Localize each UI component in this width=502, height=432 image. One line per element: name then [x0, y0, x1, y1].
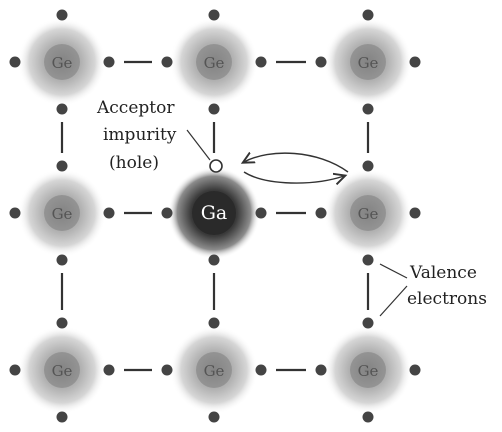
electron-dot: [208, 9, 220, 21]
ge-atom-label: Ge: [358, 54, 379, 72]
ga-atom-core: [192, 191, 236, 235]
acceptor-label-line-2: impurity: [103, 125, 177, 145]
valence-label-line-1: Valence: [409, 263, 477, 283]
electron-dot: [255, 207, 267, 219]
ge-atom-core: [44, 195, 80, 231]
electron-dot: [315, 207, 327, 219]
electron-dot: [161, 207, 173, 219]
valence-pointer-upper: [379, 263, 408, 279]
electron-dot: [255, 364, 267, 376]
electron-dot: [315, 56, 327, 68]
electron-dot: [9, 364, 21, 376]
electron-dot: [362, 317, 374, 329]
electron-dot: [56, 411, 68, 423]
electron-dot: [362, 160, 374, 172]
ge-atom-label: Ge: [358, 362, 379, 380]
electron-dot: [103, 56, 115, 68]
ge-atom-label: Ge: [52, 362, 73, 380]
electron-dot: [56, 160, 68, 172]
ge-atom-label: Ge: [204, 362, 225, 380]
electron-dot: [208, 411, 220, 423]
electron-dot: [409, 364, 421, 376]
hole-marker: [209, 159, 223, 173]
acceptor-label-line-1: Acceptor: [96, 98, 175, 118]
acceptor-label-line-3: (hole): [109, 153, 159, 173]
ge-atom-label: Ge: [358, 205, 379, 223]
electron-dot: [409, 56, 421, 68]
electron-dot: [208, 317, 220, 329]
ge-atom-core: [196, 44, 232, 80]
electron-dot: [56, 9, 68, 21]
ge-atom-core: [44, 352, 80, 388]
electron-dot: [255, 56, 267, 68]
electron-dot: [362, 9, 374, 21]
electron-dot: [409, 207, 421, 219]
ga-atom-label: Ga: [201, 202, 228, 224]
electron-dot: [9, 207, 21, 219]
ge-atom-core: [44, 44, 80, 80]
electron-dot: [161, 364, 173, 376]
ge-atom-core: [350, 44, 386, 80]
ge-atom-label: Ge: [204, 54, 225, 72]
ge-atom-core: [196, 352, 232, 388]
electron-dot: [103, 207, 115, 219]
electron-dots: [9, 9, 421, 423]
electron-dot: [56, 103, 68, 115]
electron-dot: [362, 411, 374, 423]
ge-atom-label: Ge: [52, 205, 73, 223]
electron-dot: [208, 254, 220, 266]
electron-dot: [56, 317, 68, 329]
ge-atom-label: Ge: [52, 54, 73, 72]
bond-lines: [60, 60, 370, 372]
electron-dot: [56, 254, 68, 266]
ge-atom-core: [350, 195, 386, 231]
electron-dot: [103, 364, 115, 376]
ge-atom-core: [350, 352, 386, 388]
valence-label-line-2: electrons: [407, 289, 487, 309]
valence-pointer-lower: [379, 285, 408, 317]
electron-dot: [362, 103, 374, 115]
electron-dot: [161, 56, 173, 68]
electron-dot: [362, 254, 374, 266]
electron-dot: [315, 364, 327, 376]
hole-exchange-arrow-upper: [244, 153, 349, 173]
hole-exchange-arrow-lower: [243, 171, 344, 183]
acceptor-pointer: [186, 129, 211, 161]
electron-dot: [9, 56, 21, 68]
electron-dot: [208, 103, 220, 115]
